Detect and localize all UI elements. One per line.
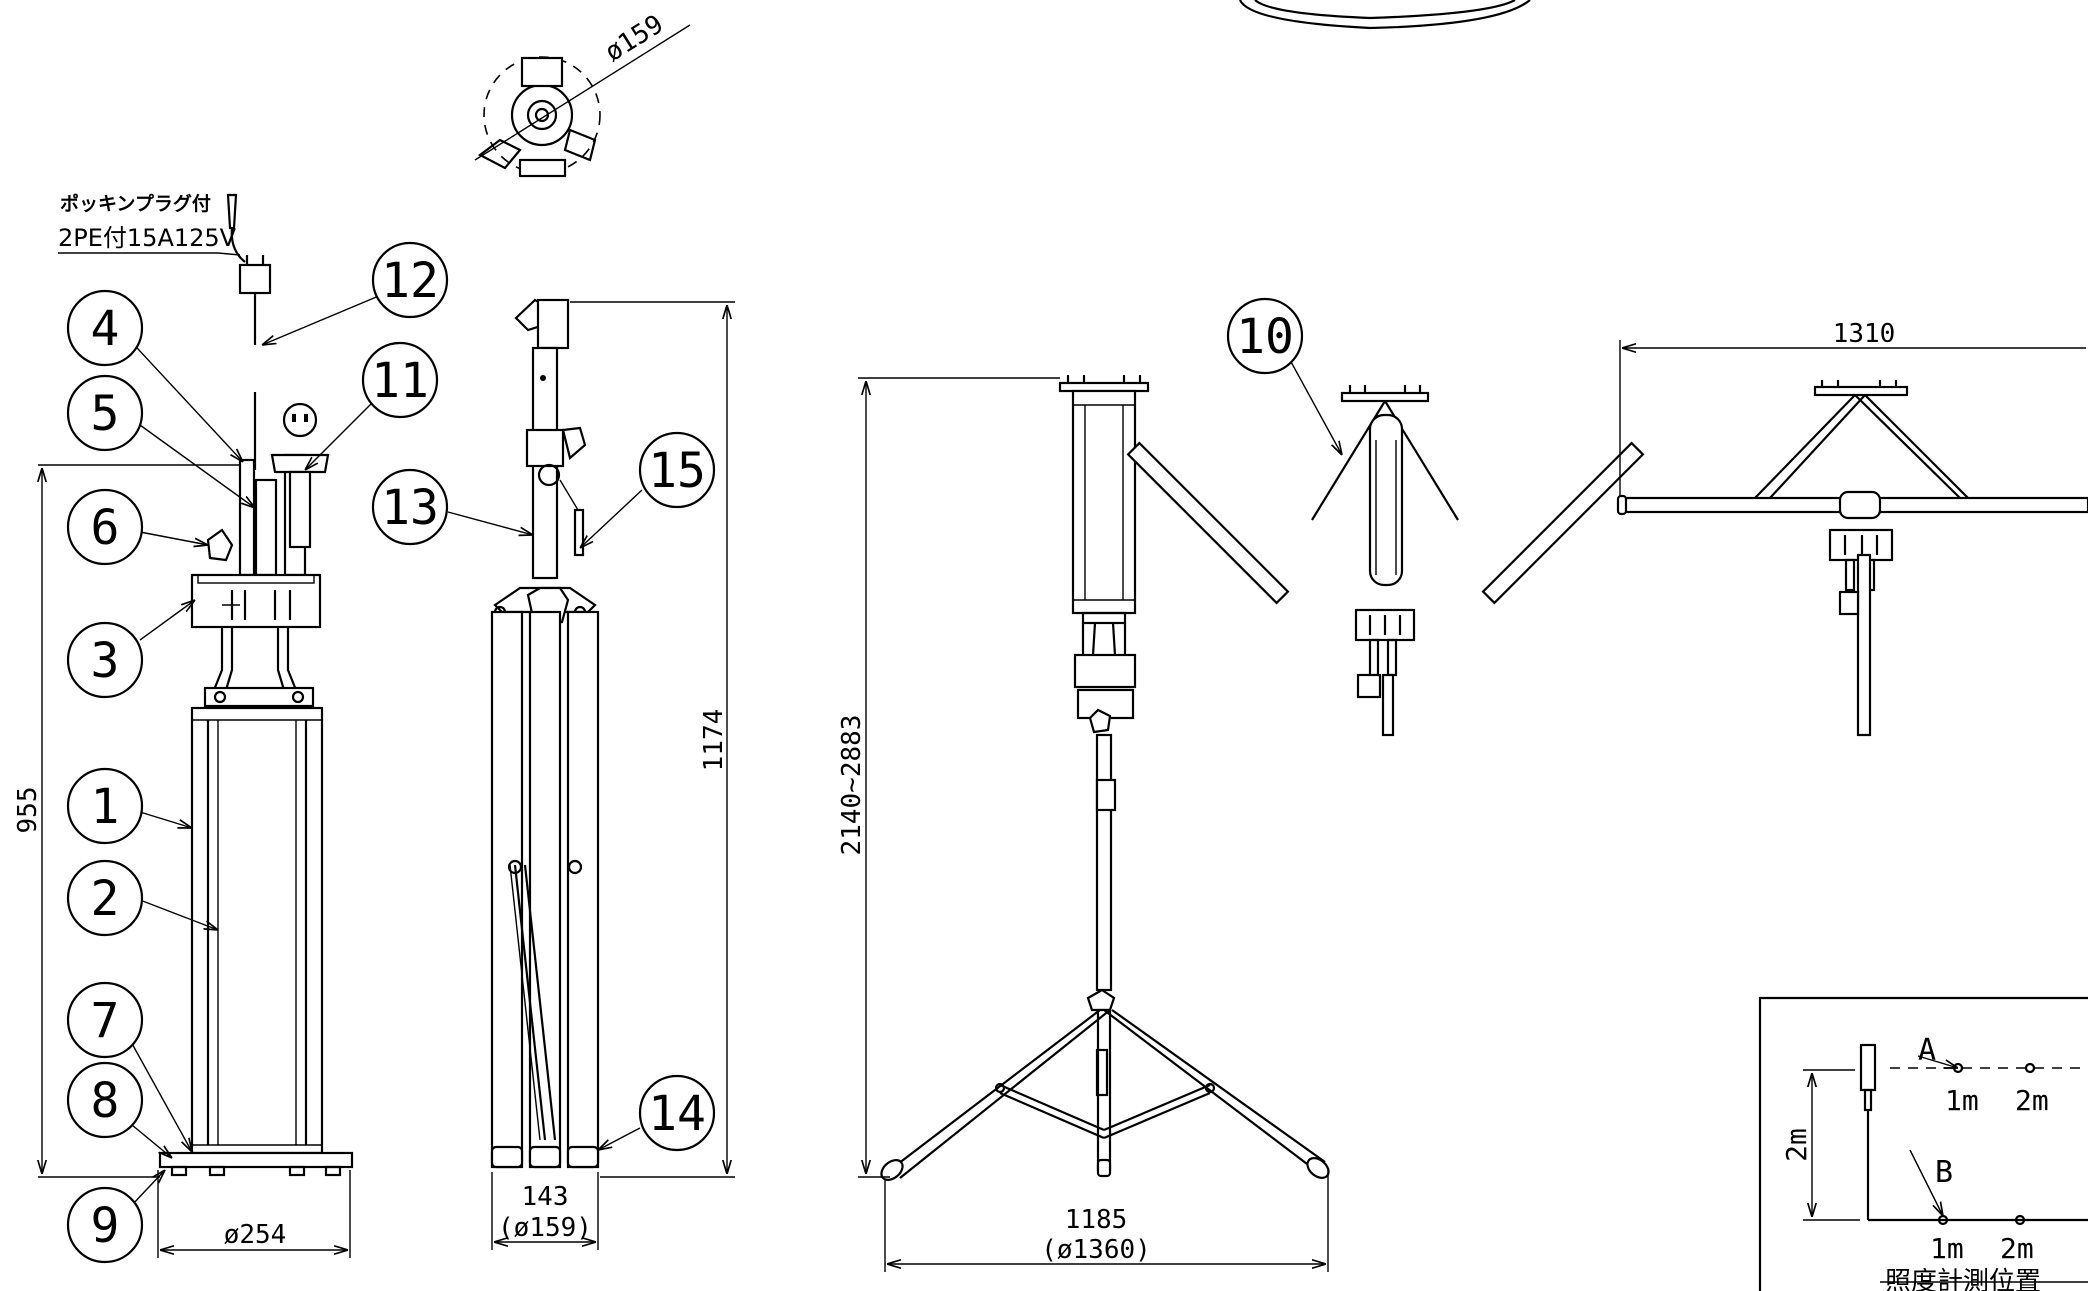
stored-height-label: 955 bbox=[13, 787, 43, 834]
arm-span-label: 1310 bbox=[1833, 319, 1896, 349]
spread-width-label: 1185 bbox=[1065, 1205, 1128, 1235]
svg-text:6: 6 bbox=[91, 500, 120, 556]
tripod-height-label: 1174 bbox=[699, 709, 729, 772]
point-b-label: B bbox=[1935, 1155, 1953, 1190]
lower-1m-label: 1m bbox=[1930, 1232, 1964, 1265]
plug-note-line1: ポッキンプラグ付 bbox=[60, 192, 211, 215]
svg-text:12: 12 bbox=[381, 253, 439, 309]
balloon-8: 8 bbox=[66, 1061, 144, 1139]
svg-text:10: 10 bbox=[1236, 309, 1294, 365]
partially-open-view bbox=[1126, 385, 1645, 737]
upper-2m-label: 2m bbox=[2015, 1084, 2049, 1117]
point-a-label: A bbox=[1918, 1033, 1936, 1068]
balloon-5: 5 bbox=[66, 374, 144, 452]
height-range-label: 2140~2883 bbox=[837, 715, 867, 856]
measurement-inset: A B 1m 2m 1m 2m 2m 照度計測位置 bbox=[1758, 996, 2088, 1291]
balloon-9: 9 bbox=[66, 1186, 144, 1264]
logo-fragment bbox=[1238, 0, 1531, 30]
balloon-3: 3 bbox=[66, 621, 144, 699]
svg-text:5: 5 bbox=[91, 386, 120, 442]
plug-note-line2: 2PE付15A125V bbox=[58, 224, 237, 252]
svg-text:15: 15 bbox=[648, 443, 706, 499]
plug-note: ポッキンプラグ付 2PE付15A125V bbox=[58, 192, 241, 256]
svg-text:14: 14 bbox=[648, 1086, 706, 1142]
balloon-11: 11 bbox=[361, 341, 439, 419]
leader-balloon-10 bbox=[1289, 359, 1342, 455]
top-view: ø159 bbox=[474, 9, 691, 178]
svg-text:1: 1 bbox=[91, 779, 120, 835]
lower-2m-label: 2m bbox=[2000, 1232, 2034, 1265]
balloon-6: 6 bbox=[66, 488, 144, 566]
balloon-14: 14 bbox=[638, 1074, 716, 1152]
deployed-stand-view: 2140~2883 1185 (ø1360) bbox=[837, 375, 1330, 1272]
balloon-15: 15 bbox=[638, 431, 716, 509]
svg-text:13: 13 bbox=[381, 480, 439, 536]
svg-text:8: 8 bbox=[91, 1073, 120, 1129]
svg-text:7: 7 bbox=[91, 993, 120, 1049]
svg-text:4: 4 bbox=[91, 301, 120, 357]
stored-unit-view: 955 ø254 bbox=[13, 193, 354, 1258]
inset-height-label: 2m bbox=[1780, 1128, 1813, 1162]
upper-1m-label: 1m bbox=[1945, 1084, 1979, 1117]
tripod-width-label: 143 bbox=[522, 1182, 569, 1212]
svg-text:9: 9 bbox=[91, 1198, 120, 1254]
balloons: 12 4 11 5 6 3 1 2 7 8 9 13 15 14 10 bbox=[66, 241, 1304, 1264]
fully-open-view: 1310 bbox=[1616, 319, 2088, 737]
svg-text:11: 11 bbox=[371, 353, 429, 409]
leaders-view2 bbox=[447, 489, 643, 1150]
balloon-13: 13 bbox=[371, 468, 449, 546]
balloon-2: 2 bbox=[66, 859, 144, 937]
balloon-4: 4 bbox=[66, 289, 144, 367]
base-diameter-label: ø254 bbox=[224, 1220, 287, 1250]
svg-text:3: 3 bbox=[91, 633, 120, 689]
balloon-10: 10 bbox=[1226, 297, 1304, 375]
spread-diameter-label: (ø1360) bbox=[1041, 1235, 1151, 1265]
balloon-12: 12 bbox=[371, 241, 449, 319]
tripod-folded-view: 1174 143 (ø159) bbox=[490, 298, 735, 1250]
measurement-caption: 照度計測位置 bbox=[1885, 1267, 2041, 1291]
balloon-7: 7 bbox=[66, 981, 144, 1059]
svg-text:2: 2 bbox=[91, 871, 120, 927]
balloon-1: 1 bbox=[66, 767, 144, 845]
tripod-width-dia-label: (ø159) bbox=[498, 1213, 592, 1243]
